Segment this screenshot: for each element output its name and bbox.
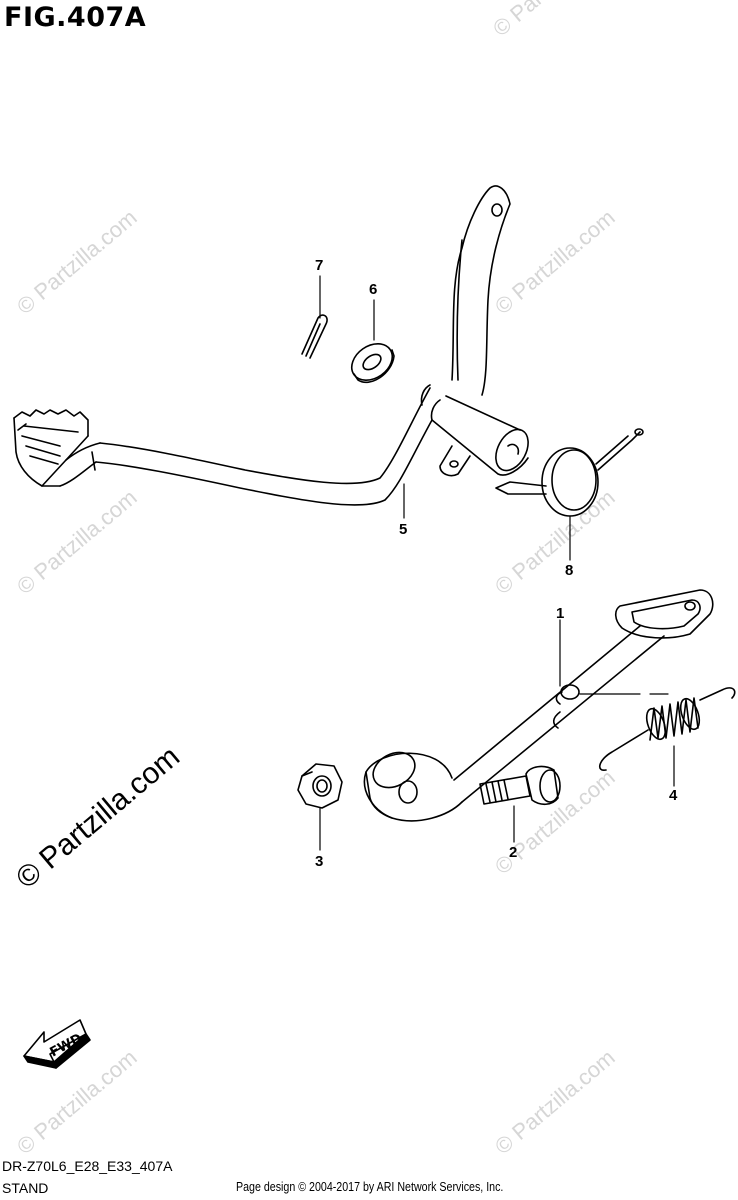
stand-spring xyxy=(599,687,736,771)
brake-pedal xyxy=(13,185,529,506)
callout-1: 1 xyxy=(556,605,564,622)
leader-lines xyxy=(319,275,675,851)
page-credit: Page design © 2004-2017 by ARI Network S… xyxy=(236,1179,504,1194)
callout-3: 3 xyxy=(315,853,323,870)
return-spring xyxy=(495,428,644,517)
nut xyxy=(297,763,343,809)
section-name: STAND xyxy=(2,1180,49,1196)
cotter-pin xyxy=(301,314,328,359)
figure-title: FIG.407A xyxy=(4,2,147,33)
callout-8: 8 xyxy=(565,562,573,579)
model-code: DR-Z70L6_E28_E33_407A xyxy=(2,1158,173,1174)
callout-7: 7 xyxy=(315,257,323,274)
side-stand xyxy=(363,589,714,822)
bolt xyxy=(479,765,561,806)
callout-5: 5 xyxy=(399,521,407,538)
callouts: 7 6 5 8 1 2 3 4 xyxy=(315,257,678,870)
washer xyxy=(350,343,395,383)
callout-2: 2 xyxy=(509,844,517,861)
callout-6: 6 xyxy=(369,281,377,298)
fwd-arrow-icon: FWD xyxy=(23,1019,91,1069)
callout-4: 4 xyxy=(669,787,678,804)
